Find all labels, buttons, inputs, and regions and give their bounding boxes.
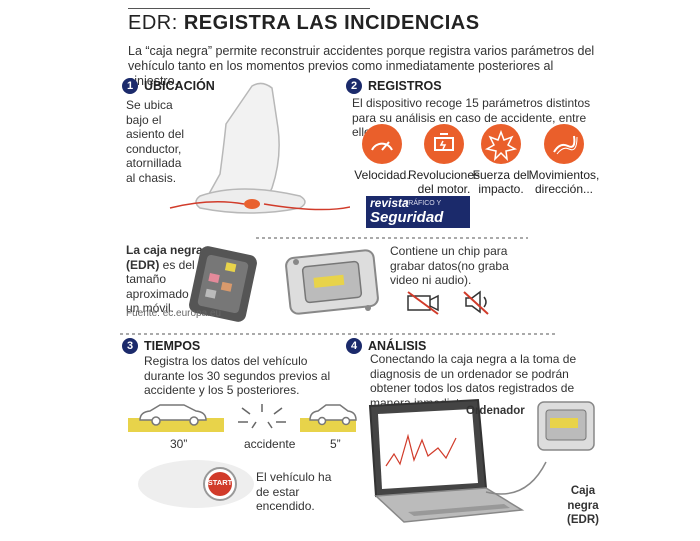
page-title: EDR: REGISTRA LAS INCIDENCIAS xyxy=(128,12,480,34)
chip-text: Contiene un chip para grabar datos(no gr… xyxy=(390,244,509,287)
section-3-text: Registra los datos del vehículo durante … xyxy=(144,354,331,397)
laptop-illustration xyxy=(368,398,547,523)
steering-path-icon xyxy=(544,124,584,164)
section-1-header: 1 UBICACIÓN xyxy=(122,78,215,94)
section-1-title: UBICACIÓN xyxy=(144,79,215,93)
edr-box-small-illustration xyxy=(537,401,595,451)
phone-illustration xyxy=(189,246,257,322)
device-size-text: La caja negra (EDR) es del tamaño aproxi… xyxy=(126,243,206,315)
edr-box-illustration xyxy=(285,249,379,315)
section-2-header: 2 REGISTROS xyxy=(346,78,442,94)
label-accident: accidente xyxy=(244,437,296,451)
section-2-title: REGISTROS xyxy=(368,79,442,93)
icon-label-speed: Velocidad. xyxy=(354,168,410,182)
revista-logo: revista TRÁFICO Y Seguridad Vial xyxy=(366,196,470,243)
car-seat-illustration xyxy=(169,82,350,214)
section-2-number: 2 xyxy=(346,78,362,94)
edr-location-dot xyxy=(244,199,260,209)
source-credit: Fuente: ec.europa.eu xyxy=(126,308,222,319)
section-3-title: TIEMPOS xyxy=(144,339,201,353)
label-30-seconds: 30” xyxy=(170,437,188,451)
section-3-number: 3 xyxy=(122,338,138,354)
section-4-number: 4 xyxy=(346,338,362,354)
section-4-text: Conectando la caja negra a la toma de di… xyxy=(370,352,577,410)
accident-burst-icon xyxy=(238,404,286,429)
start-button-illustration xyxy=(138,460,254,508)
car-before-icon xyxy=(139,404,207,426)
engine-on-text: El vehículo ha de estar encendido. xyxy=(256,470,332,513)
icon-label-direction: Movimientos, dirección... xyxy=(528,168,600,196)
label-5-seconds: 5” xyxy=(330,437,341,451)
section-4-header: 4 ANÁLISIS xyxy=(346,338,426,354)
start-button: START xyxy=(207,478,233,487)
icon-label-impact: Fuerza del impacto. xyxy=(472,168,530,196)
section-3-header: 3 TIEMPOS xyxy=(122,338,200,354)
speedometer-icon xyxy=(362,124,402,164)
engine-icon xyxy=(424,124,464,164)
intro-text: La “caja negra” permite reconstruir acci… xyxy=(128,44,595,88)
section-4-title: ANÁLISIS xyxy=(368,339,427,353)
impact-icon xyxy=(481,124,521,164)
section-1-number: 1 xyxy=(122,78,138,94)
section-1-text: Se ubica bajo el asiento del conductor, … xyxy=(126,98,185,185)
edr-box-label: Caja negra (EDR) xyxy=(567,485,599,526)
no-audio-icon xyxy=(463,290,489,315)
icon-label-rpm: Revoluciones del motor. xyxy=(407,168,481,196)
car-after-icon xyxy=(309,404,357,426)
no-video-icon xyxy=(407,291,439,315)
computer-label: Ordenador xyxy=(466,405,525,417)
title-rule xyxy=(128,8,370,9)
